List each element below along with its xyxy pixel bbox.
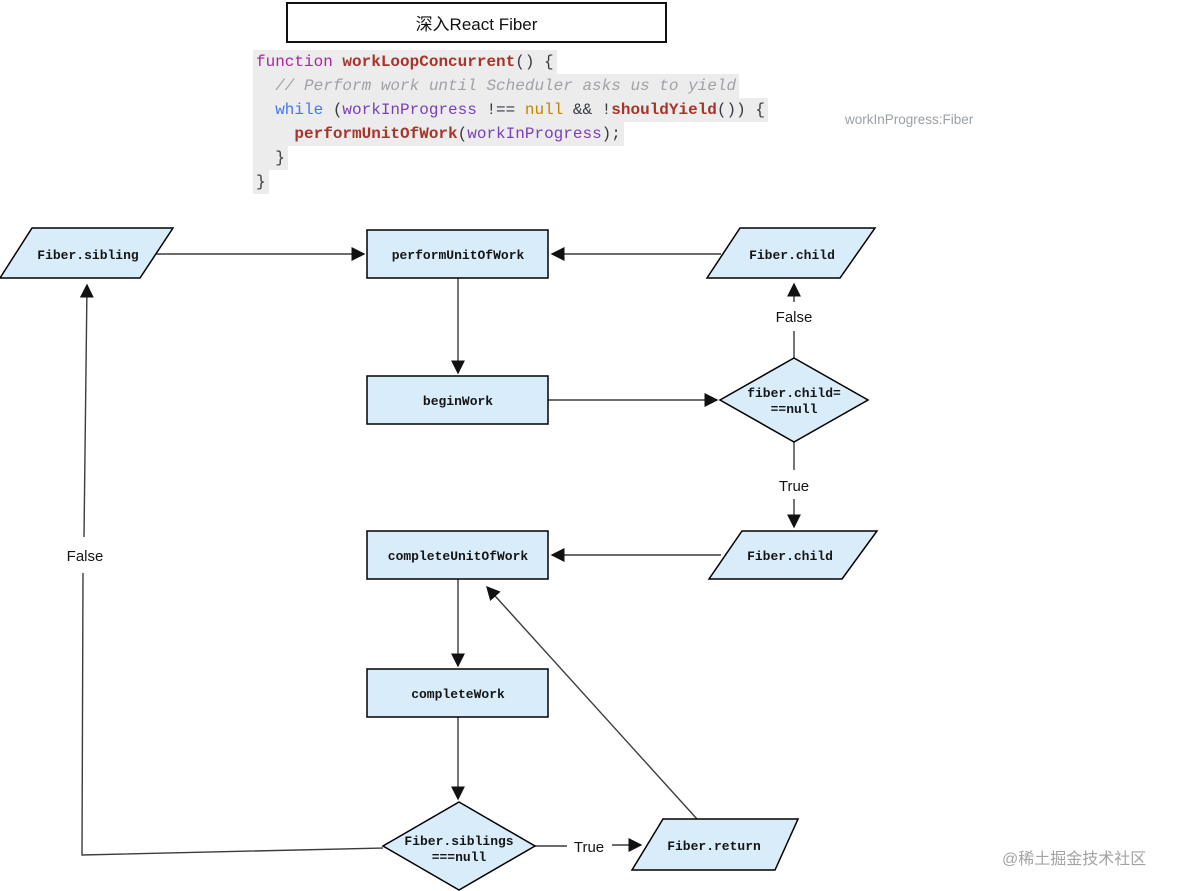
label-begin-work: beginWork (423, 394, 493, 409)
code-token-pl: ( (323, 101, 343, 119)
code-token-pl: ); (601, 125, 621, 143)
node-siblings-null-diamond (381, 801, 537, 891)
label-siblings-null-line1: Fiber.siblings (404, 834, 513, 849)
edge-return-to-completeunit (486, 585, 698, 820)
node-complete-unit-of-work (366, 530, 549, 580)
node-fiber-child-top (705, 227, 877, 279)
node-fiber-child-bottom (707, 530, 879, 580)
code-token-pl: } (256, 173, 266, 191)
code-token-fn: workLoopConcurrent (342, 53, 516, 71)
code-token-fn: performUnitOfWork (294, 125, 458, 143)
code-token-kw: function (256, 53, 333, 71)
code-token-pl: !== (476, 101, 525, 119)
code-token-kw2: while (275, 101, 324, 119)
code-token-fn: shouldYield (611, 101, 717, 119)
code-token-pl: ( (457, 125, 468, 143)
watermark: @稀土掘金技术社区 (1002, 851, 1147, 868)
code-token-pl: () { (515, 53, 554, 71)
edge-label-false-left: False (67, 548, 104, 565)
edge-siblingscheck-false-to-sibling (79, 283, 94, 538)
label-child-null-line2: ==null (771, 402, 818, 417)
node-complete-work (366, 668, 549, 718)
label-fiber-child-bottom: Fiber.child (747, 549, 833, 564)
label-fiber-sibling: Fiber.sibling (37, 248, 139, 263)
label-siblings-null-line2: ===null (432, 850, 487, 865)
label-fiber-return: Fiber.return (667, 839, 761, 854)
diagram-title: 深入React Fiber (415, 15, 538, 34)
node-fiber-return (630, 818, 800, 871)
diagram-title-box: 深入React Fiber (286, 2, 667, 43)
label-complete-unit-of-work: completeUnitOfWork (388, 549, 529, 564)
label-perform-unit-of-work: performUnitOfWork (392, 248, 525, 263)
code-token-vr: workInProgress (467, 125, 602, 143)
node-begin-work (366, 375, 549, 425)
code-line: function workLoopConcurrent() { (253, 50, 768, 74)
code-line: } (253, 170, 768, 194)
node-child-null-diamond (718, 357, 870, 443)
label-complete-work: completeWork (411, 687, 505, 702)
code-token-cm: // Perform work until Scheduler asks us … (256, 77, 737, 95)
workinprogress-annotation: workInProgress:Fiber (845, 112, 974, 127)
code-token-pl: } (256, 149, 285, 167)
edge-label-true-bottom: True (574, 839, 604, 856)
code-line: } (253, 146, 768, 170)
code-line: performUnitOfWork(workInProgress); (253, 122, 768, 146)
node-fiber-sibling (0, 227, 175, 279)
edge-label-true-middle: True (779, 478, 809, 495)
code-line: while (workInProgress !== null && !shoul… (253, 98, 768, 122)
code-token-pl: ()) { (716, 101, 765, 119)
code-block: function workLoopConcurrent() { // Perfo… (253, 50, 768, 194)
label-fiber-child-top: Fiber.child (749, 248, 835, 263)
code-line: // Perform work until Scheduler asks us … (253, 74, 768, 98)
code-token-pl: && ! (563, 101, 612, 119)
code-token-vr: workInProgress (342, 101, 477, 119)
label-child-null-line1: fiber.child= (747, 386, 841, 401)
edge-label-false-top: False (776, 309, 813, 326)
node-perform-unit-of-work (366, 229, 549, 279)
code-token-nl: null (524, 101, 564, 119)
edge-siblingscheck-false-segment (81, 572, 384, 856)
